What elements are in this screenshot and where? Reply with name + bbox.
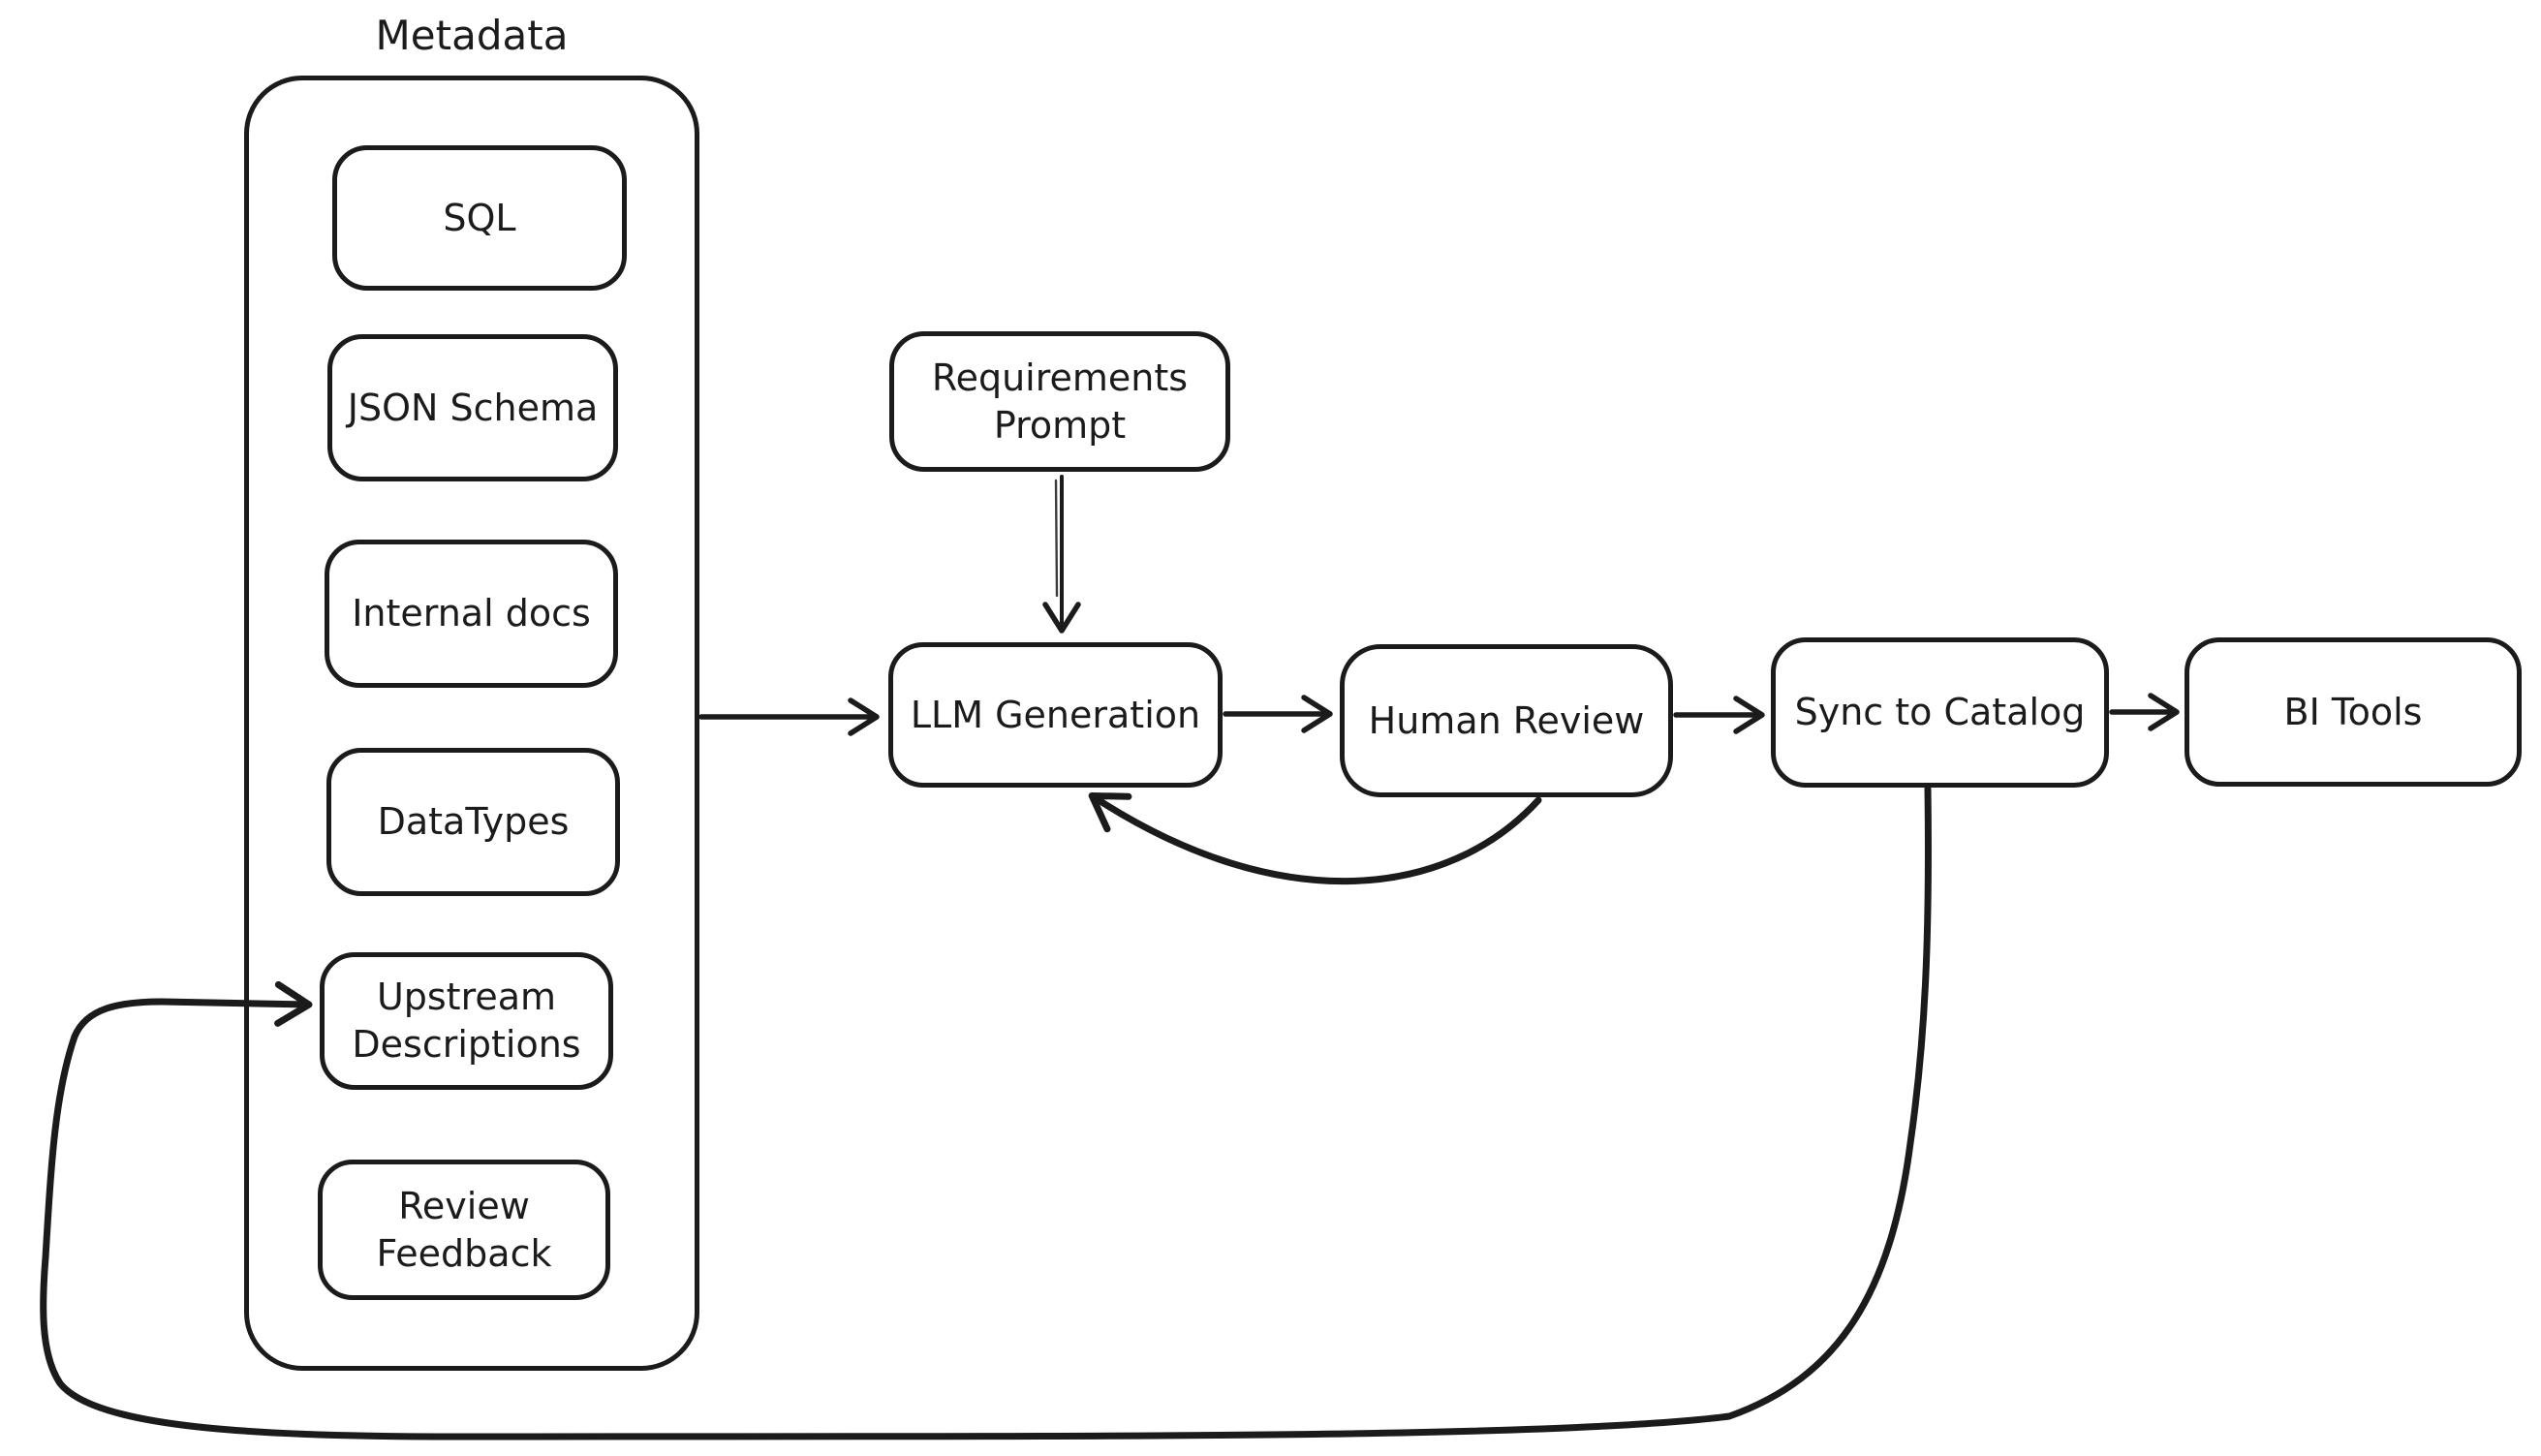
arrow-requirements-to-llm-overdraw xyxy=(1054,479,1059,598)
node-bi-tools-label: BI Tools xyxy=(2283,690,2423,733)
node-sync-to-catalog-label: Sync to Catalog xyxy=(1794,691,2086,734)
node-requirements-prompt-label: Requirements Prompt xyxy=(931,356,1189,447)
node-human-review: Human Review xyxy=(1340,644,1673,797)
node-sql-label: SQL xyxy=(443,196,516,239)
metadata-group-title: Metadata xyxy=(375,12,569,59)
node-llm-generation-label: LLM Generation xyxy=(910,693,1201,736)
node-upstream-descriptions: Upstream Descriptions xyxy=(320,952,613,1090)
node-json-schema-label: JSON Schema xyxy=(347,386,599,429)
node-sync-to-catalog: Sync to Catalog xyxy=(1771,637,2109,788)
node-internal-docs-label: Internal docs xyxy=(352,592,591,635)
node-internal-docs: Internal docs xyxy=(325,540,618,688)
node-requirements-prompt: Requirements Prompt xyxy=(889,331,1230,472)
node-review-feedback: Review Feedback xyxy=(318,1160,610,1300)
node-datatypes-label: DataTypes xyxy=(377,800,570,844)
node-llm-generation: LLM Generation xyxy=(888,642,1223,788)
node-human-review-label: Human Review xyxy=(1368,698,1645,742)
arrow-human-review-feedback-to-llm xyxy=(1088,791,1542,884)
node-review-feedback-label: Review Feedback xyxy=(376,1184,552,1275)
node-upstream-descriptions-label: Upstream Descriptions xyxy=(352,976,581,1066)
node-datatypes: DataTypes xyxy=(326,748,620,896)
node-sql: SQL xyxy=(332,145,627,291)
node-json-schema: JSON Schema xyxy=(327,334,618,481)
node-bi-tools: BI Tools xyxy=(2185,637,2522,787)
